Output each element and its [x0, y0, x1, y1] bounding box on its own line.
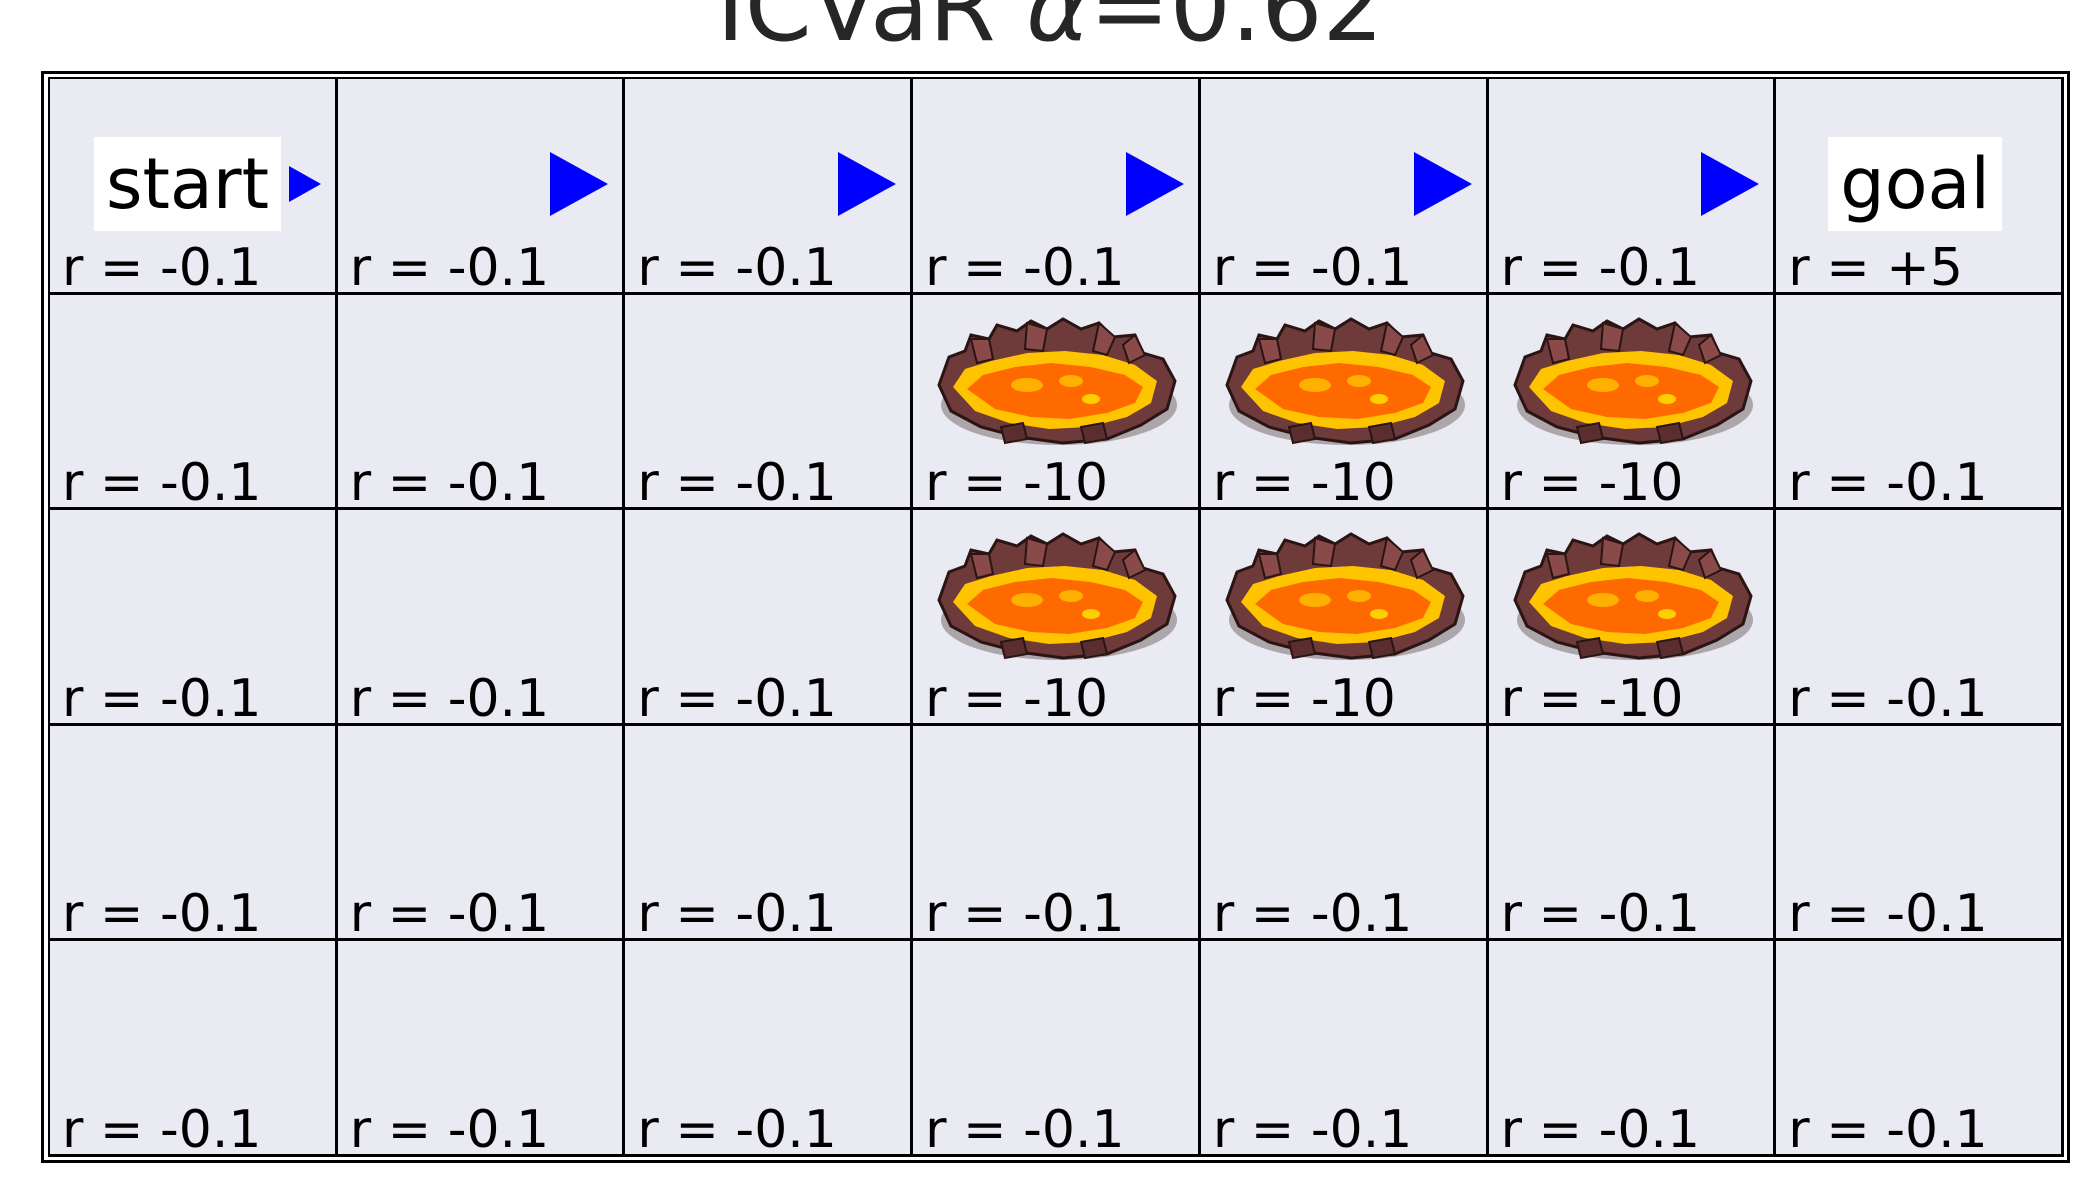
grid-cell: r = -0.1	[913, 725, 1201, 942]
reward-label: r = -0.1	[349, 453, 550, 511]
grid-cell: r = -0.1	[625, 510, 914, 726]
grid-cell: r = -0.1	[337, 79, 626, 295]
reward-label: r = -10	[925, 668, 1109, 726]
reward-label: r = -0.1	[62, 237, 262, 295]
grid-cell: r = -0.1	[1488, 941, 1777, 1157]
grid-cell: r = -0.1	[625, 79, 914, 295]
grid-cell: r = -10	[1200, 510, 1489, 726]
reward-label: r = -0.1	[349, 1100, 550, 1157]
right-arrow-icon	[838, 152, 897, 216]
grid-cell: r = -0.1	[913, 941, 1201, 1157]
reward-label: r = -0.1	[62, 1100, 262, 1157]
lava-pit-icon	[1512, 316, 1753, 445]
reward-label: r = -0.1	[1788, 668, 1988, 726]
title-alpha-symbol: α	[1026, 0, 1090, 63]
reward-label: r = -0.1	[637, 884, 837, 942]
reward-label: r = -10	[925, 453, 1109, 511]
goal-label: goal	[1828, 137, 2002, 231]
reward-label: r = -0.1	[1500, 884, 1701, 942]
title-main: ICVaR	[716, 0, 1027, 63]
reward-label: r = -0.1	[349, 237, 550, 295]
right-arrow-icon	[288, 166, 321, 202]
title-value: =0.62	[1089, 0, 1384, 63]
lava-pit-icon	[1225, 532, 1465, 661]
reward-label: r = -0.1	[637, 453, 837, 511]
reward-label: r = -0.1	[62, 668, 262, 726]
grid-cell: r = -0.1	[625, 294, 914, 511]
right-arrow-icon	[1413, 152, 1472, 216]
grid-cell: r = -0.1	[50, 941, 338, 1157]
reward-label: r = -0.1	[1212, 884, 1413, 942]
grid-cell: r = -0.1	[1488, 79, 1777, 295]
grid-cell: r = -0.1	[1200, 79, 1489, 295]
reward-label: r = -0.1	[1500, 1100, 1701, 1157]
grid-cell: r = -10	[913, 294, 1201, 511]
reward-label: r = -0.1	[925, 237, 1125, 295]
reward-label: r = -0.1	[349, 884, 550, 942]
reward-label: r = -0.1	[925, 884, 1125, 942]
grid-cell: start r = -0.1	[50, 79, 338, 295]
grid-cell: r = -0.1	[1488, 725, 1777, 942]
reward-label: r = -0.1	[1212, 237, 1413, 295]
lava-pit-icon	[1225, 316, 1465, 445]
lava-pit-icon	[937, 316, 1178, 445]
right-arrow-icon	[550, 152, 609, 216]
reward-label: r = -0.1	[1788, 884, 1988, 942]
grid-cell: r = -10	[1488, 510, 1777, 726]
grid-cell: r = -10	[913, 510, 1201, 726]
grid-cell: r = -10	[1200, 294, 1489, 511]
grid-cell: goal r = +5	[1776, 79, 2064, 295]
grid-cell: r = -0.1	[337, 941, 626, 1157]
grid-cell: r = -0.1	[50, 294, 338, 511]
page-title: ICVaR α=0.62	[0, 0, 2100, 62]
grid-cell: r = -0.1	[1776, 941, 2064, 1157]
grid-cell: r = -0.1	[1776, 510, 2064, 726]
grid-cell: r = -0.1	[337, 510, 626, 726]
grid-cell: r = -0.1	[625, 941, 914, 1157]
grid-cell: r = -0.1	[1200, 725, 1489, 942]
reward-label: r = -0.1	[1500, 237, 1701, 295]
grid-cell: r = -0.1	[1200, 941, 1489, 1157]
reward-label: r = -10	[1500, 668, 1684, 726]
grid-cell: r = -0.1	[50, 510, 338, 726]
reward-label: r = -0.1	[637, 668, 837, 726]
right-arrow-icon	[1125, 152, 1184, 216]
grid-cell: r = -0.1	[1776, 294, 2064, 511]
reward-label: r = -0.1	[62, 453, 262, 511]
grid-cell: r = -0.1	[50, 725, 338, 942]
reward-label: r = -0.1	[637, 1100, 837, 1157]
reward-label: r = -10	[1212, 453, 1396, 511]
start-label: start	[94, 137, 282, 231]
grid-cell: r = -0.1	[913, 79, 1201, 295]
reward-label: r = -10	[1212, 668, 1396, 726]
reward-label: r = -0.1	[925, 1100, 1125, 1157]
reward-label: r = -0.1	[1788, 1100, 1988, 1157]
reward-label: r = -10	[1500, 453, 1684, 511]
right-arrow-icon	[1701, 152, 1760, 216]
grid-cell: r = -10	[1488, 294, 1777, 511]
lava-pit-icon	[937, 532, 1178, 661]
grid-cell: r = -0.1	[1776, 725, 2064, 942]
lava-pit-icon	[1512, 532, 1753, 661]
grid-cell: r = -0.1	[625, 725, 914, 942]
reward-label: r = -0.1	[349, 668, 550, 726]
reward-label: r = -0.1	[637, 237, 837, 295]
gridworld-grid: start r = -0.1 r = -0.1 r = -0.1 r = -0.1 r =…	[48, 77, 2064, 1157]
reward-label: r = -0.1	[62, 884, 262, 942]
reward-label: r = -0.1	[1788, 453, 1988, 511]
grid-cell: r = -0.1	[337, 725, 626, 942]
reward-label: r = +5	[1788, 237, 1963, 295]
reward-label: r = -0.1	[1212, 1100, 1413, 1157]
grid-cell: r = -0.1	[337, 294, 626, 511]
